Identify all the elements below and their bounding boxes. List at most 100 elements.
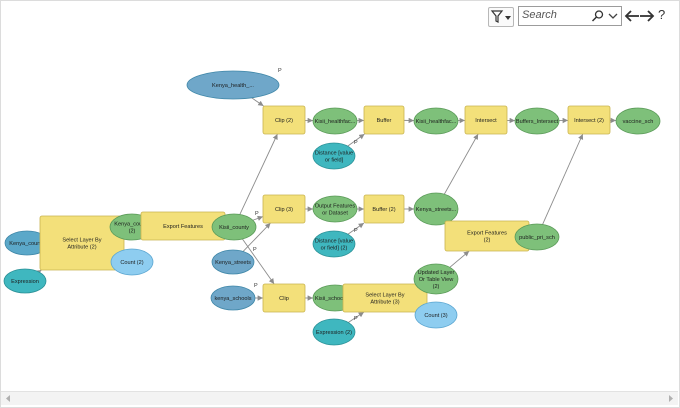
node-shape xyxy=(312,230,356,258)
parameter-marker: P xyxy=(255,211,259,217)
node-kenya-streets[interactable]: Kenya_streets P xyxy=(211,247,257,275)
node-shape xyxy=(514,107,560,135)
node-kisii-health-buf[interactable]: Kisii_healthfac... xyxy=(413,107,459,135)
model-canvas: Kenya_health_...PKenya_countyPExpression… xyxy=(3,68,661,346)
node-label: Intersect (2) xyxy=(574,118,604,124)
parameter-marker: P xyxy=(354,228,358,234)
forward-arrow-icon[interactable] xyxy=(639,8,655,24)
node-buffer[interactable]: Buffer xyxy=(363,105,405,135)
node-buffers-intersect[interactable]: Buffers_Intersect xyxy=(514,107,560,135)
model-toolbar: ? xyxy=(488,6,674,27)
node-label: Kenya_county xyxy=(9,241,45,247)
node-label: Clip xyxy=(279,296,289,302)
horizontal-scrollbar[interactable] xyxy=(1,391,678,405)
node-label: Updated Layer xyxy=(418,270,455,276)
node-shape xyxy=(363,194,405,224)
node-kisii-health[interactable]: Kisii_healthfac... xyxy=(312,107,358,135)
node-shape xyxy=(342,283,428,313)
node-label: or field] xyxy=(325,158,344,164)
node-label: Clip (3) xyxy=(275,207,293,213)
filter-icon xyxy=(490,10,511,23)
node-label: Or Table View xyxy=(419,277,455,283)
node-label: Export Features xyxy=(163,224,203,230)
help-button[interactable]: ? xyxy=(658,7,666,22)
parameter-marker: P xyxy=(253,247,257,253)
node-label: Kisii_schools_... xyxy=(315,296,356,302)
node-label: Count (3) xyxy=(424,313,447,319)
node-label: Buffers_Intersect xyxy=(516,119,559,125)
node-label: Count (2) xyxy=(120,260,143,266)
scroll-right-icon[interactable] xyxy=(667,394,675,403)
node-label: Expression xyxy=(11,279,39,285)
node-shape xyxy=(615,107,661,135)
node-label: Kisii_healthfac... xyxy=(315,119,356,125)
node-shape xyxy=(312,142,356,170)
node-label: (2) xyxy=(433,284,440,290)
node-kenya-health[interactable]: Kenya_health_...P xyxy=(186,68,282,100)
node-shape xyxy=(262,105,306,135)
node-label: Buffer (2) xyxy=(372,207,395,213)
node-shape xyxy=(312,195,358,223)
node-public-pri-sch[interactable]: public_pri_sch xyxy=(514,223,560,251)
search-icon[interactable] xyxy=(591,9,605,23)
connector-updated_layer-to-export_features2 xyxy=(449,250,470,268)
node-clip[interactable]: Clip xyxy=(262,283,306,313)
node-label: Kenya_health_... xyxy=(212,83,254,89)
node-label: public_pri_sch xyxy=(519,235,555,241)
node-kenya-streets-buf[interactable]: Kenya_streets... xyxy=(413,192,459,226)
node-shape xyxy=(312,107,358,135)
node-shape xyxy=(110,248,154,276)
node-label: Output Features xyxy=(315,204,356,210)
node-shape xyxy=(514,223,560,251)
back-arrow-icon[interactable] xyxy=(624,8,640,24)
node-label: Attribute (2) xyxy=(67,245,96,251)
search-box[interactable] xyxy=(518,6,622,26)
node-label: (2) xyxy=(484,238,491,244)
connector-kenya_streets_buf-to-intersect xyxy=(443,133,479,195)
node-shape xyxy=(211,249,255,275)
node-label: or field] (2) xyxy=(321,246,348,252)
node-intersect2[interactable]: Intersect (2) xyxy=(567,105,611,135)
connector-distance1-to-buffer xyxy=(347,133,365,147)
node-vaccine-sch[interactable]: vaccine_sch xyxy=(615,107,661,135)
node-shape xyxy=(39,215,125,271)
connector-expression2-to-select_layer3 xyxy=(348,311,365,323)
node-label: (2) xyxy=(129,229,136,235)
node-clip2[interactable]: Clip (2) xyxy=(262,105,306,135)
node-expression2[interactable]: Expression (2)P xyxy=(312,316,358,346)
model-nodes: Kenya_health_...PKenya_countyPExpression… xyxy=(3,68,661,346)
scroll-left-icon[interactable] xyxy=(4,394,12,403)
node-count3[interactable]: Count (3) xyxy=(414,301,458,329)
node-shape xyxy=(210,285,256,311)
search-input[interactable] xyxy=(522,8,588,22)
node-shape xyxy=(262,194,306,224)
node-label: Buffer xyxy=(377,118,392,124)
filter-button[interactable] xyxy=(488,7,514,27)
connector-kenya_health-to-clip2 xyxy=(251,97,264,107)
node-label: Kenya_streets xyxy=(215,260,251,266)
node-label: Kenya_streets... xyxy=(416,207,457,213)
connector-kisii_county-to-clip2 xyxy=(239,133,278,215)
chevron-down-icon[interactable] xyxy=(607,10,619,22)
node-count2[interactable]: Count (2) xyxy=(110,248,154,276)
node-label: vaccine_sch xyxy=(623,119,654,125)
connector-kisii_county-to-clip3 xyxy=(252,215,264,221)
connector-expression1-to-select_layer2 xyxy=(35,269,42,276)
node-label: or Dataset xyxy=(322,211,348,217)
node-label: Intersect xyxy=(475,118,497,124)
node-intersect[interactable]: Intersect xyxy=(464,105,508,135)
node-buffer2[interactable]: Buffer (2) xyxy=(363,194,405,224)
node-label: Expression (2) xyxy=(316,330,352,336)
node-clip3[interactable]: Clip (3) xyxy=(262,194,306,224)
node-shape xyxy=(3,268,47,294)
connector-distance2-to-buffer2 xyxy=(347,222,365,235)
parameter-marker: P xyxy=(254,283,258,289)
